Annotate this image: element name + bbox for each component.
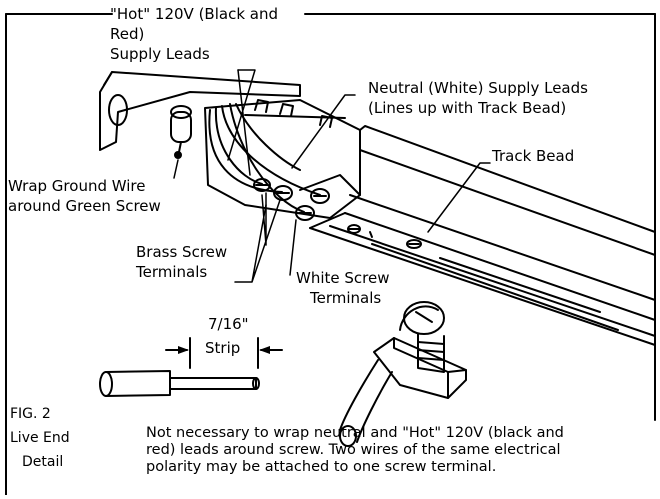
figure-title-line1: Live End: [10, 430, 70, 446]
green-ground-screw: [170, 105, 192, 159]
stripped-wire: [99, 370, 260, 397]
hot-leads-label-line1: "Hot" 120V (Black and: [110, 5, 278, 23]
hot-leads-label-line2: Red): [110, 25, 145, 43]
figure-number: FIG. 2: [10, 406, 51, 422]
strip-arrow-right: [259, 346, 270, 354]
clip-terminal-detail: [339, 301, 467, 447]
strip-arrow-left: [178, 346, 189, 354]
supply-leads: [208, 103, 321, 213]
leader-lines: [173, 69, 491, 283]
mounting-bracket: [99, 71, 301, 151]
brass-screw-label-line2: Terminals: [136, 263, 208, 281]
track: [309, 125, 656, 346]
note-line2: red) leads around screw. Two wires of th…: [146, 442, 561, 458]
ground-wire-label-line2: around Green Screw: [8, 197, 161, 215]
brass-screw-label-line1: Brass Screw: [136, 243, 228, 261]
strip-label: Strip: [205, 339, 241, 357]
figure-title-line2: Detail: [22, 454, 64, 470]
track-bead-label: Track Bead: [492, 147, 575, 165]
neutral-leads-label-line2: (Lines up with Track Bead): [368, 99, 567, 117]
white-screw-label-line1: White Screw: [296, 269, 390, 287]
neutral-leads-label-line1: Neutral (White) Supply Leads: [368, 79, 588, 97]
white-screw-label-line2: Terminals: [310, 289, 382, 307]
note-line1: Not necessary to wrap neutral and "Hot" …: [146, 425, 564, 441]
hot-leads-label-line3: Supply Leads: [110, 45, 210, 63]
track-screws: [347, 224, 422, 249]
note-line3: polarity may be attached to one screw te…: [146, 459, 497, 475]
ground-wire-label-line1: Wrap Ground Wire: [8, 177, 146, 195]
strip-size-label: 7/16": [208, 315, 249, 333]
